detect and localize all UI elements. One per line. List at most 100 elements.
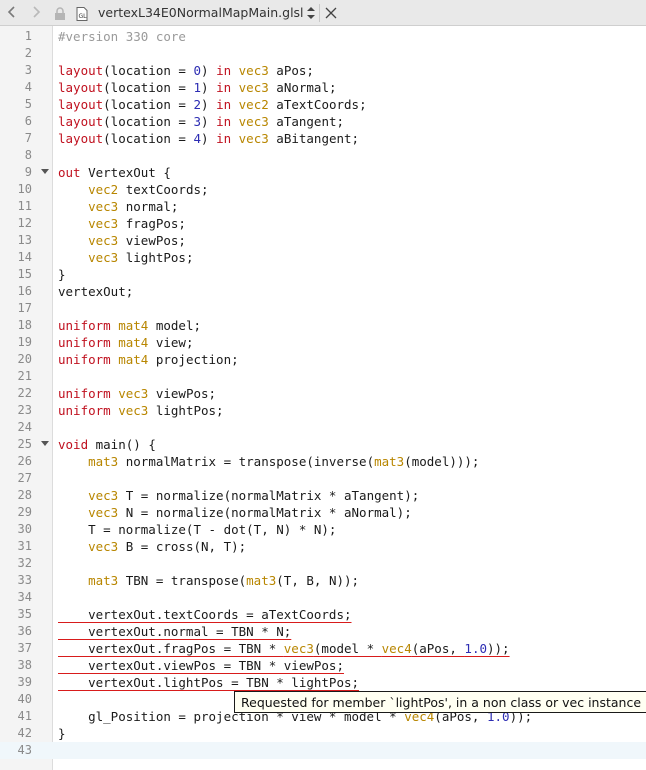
code-text: mat3 normalMatrix = transpose(inverse(ma… bbox=[58, 453, 479, 470]
code-line[interactable]: 32 bbox=[0, 555, 646, 572]
line-number: 11 bbox=[17, 199, 32, 213]
code-token: mat3 bbox=[88, 454, 119, 469]
code-line[interactable]: 38 vertexOut.viewPos = TBN * viewPos; bbox=[0, 657, 646, 674]
chevron-left-icon[interactable] bbox=[4, 4, 20, 20]
code-line[interactable]: 14 vec3 lightPos; bbox=[0, 249, 646, 266]
code-line[interactable]: 36 vertexOut.normal = TBN * N; bbox=[0, 623, 646, 640]
code-line[interactable]: 39 vertexOut.lightPos = TBN * lightPos; bbox=[0, 674, 646, 691]
code-token: vertexOut.normal = TBN * N; bbox=[58, 624, 292, 639]
code-token: aBitangent; bbox=[268, 131, 360, 146]
code-line[interactable]: 37 vertexOut.fragPos = TBN * vec3(model … bbox=[0, 640, 646, 657]
line-number: 8 bbox=[24, 148, 32, 162]
code-token: vertexOut.lightPos = TBN * lightPos; bbox=[58, 675, 360, 690]
code-line[interactable]: 34 bbox=[0, 589, 646, 606]
code-line[interactable]: 17 bbox=[0, 300, 646, 317]
code-line[interactable]: 2 bbox=[0, 45, 646, 62]
code-token: view; bbox=[148, 335, 194, 350]
code-token: vec3 bbox=[118, 386, 149, 401]
code-line[interactable]: 35 vertexOut.textCoords = aTextCoords; bbox=[0, 606, 646, 623]
code-text: layout(location = 2) in vec2 aTextCoords… bbox=[58, 96, 367, 113]
code-line[interactable]: 43 bbox=[0, 742, 646, 759]
code-text: vec3 viewPos; bbox=[58, 232, 186, 249]
code-text: } bbox=[58, 266, 66, 283]
tab-file[interactable]: GL vertexL34E0NormalMapMain.glsl bbox=[54, 1, 346, 25]
code-token: aTextCoords; bbox=[268, 97, 367, 112]
line-number: 42 bbox=[17, 726, 32, 740]
code-line[interactable]: 31 vec3 B = cross(N, T); bbox=[0, 538, 646, 555]
code-line[interactable]: 29 vec3 N = normalize(normalMatrix * aNo… bbox=[0, 504, 646, 521]
code-line[interactable]: 8 bbox=[0, 147, 646, 164]
close-icon[interactable] bbox=[324, 5, 338, 25]
code-text: layout(location = 4) in vec3 aBitangent; bbox=[58, 130, 359, 147]
code-line[interactable]: 15} bbox=[0, 266, 646, 283]
chevron-right-icon[interactable] bbox=[28, 4, 44, 20]
code-token: vertexOut.textCoords = aTextCoords; bbox=[58, 607, 352, 622]
code-token: 1.0 bbox=[464, 641, 487, 656]
code-line[interactable]: 42} bbox=[0, 725, 646, 742]
code-text: void main() { bbox=[58, 436, 156, 453]
line-number: 26 bbox=[17, 454, 32, 468]
code-text: T = normalize(T - dot(T, N) * N); bbox=[58, 521, 336, 538]
code-line[interactable]: 30 T = normalize(T - dot(T, N) * N); bbox=[0, 521, 646, 538]
code-token: (location = bbox=[103, 63, 194, 78]
code-token: vec3 bbox=[238, 80, 269, 95]
fold-arrow-icon[interactable] bbox=[41, 169, 49, 174]
code-line[interactable]: 26 mat3 normalMatrix = transpose(inverse… bbox=[0, 453, 646, 470]
code-token: #version 330 core bbox=[58, 29, 186, 44]
code-token: viewPos; bbox=[148, 386, 217, 401]
code-token: uniform bbox=[58, 318, 111, 333]
code-line[interactable]: 24 bbox=[0, 419, 646, 436]
code-token: fragPos; bbox=[118, 216, 186, 231]
code-token bbox=[231, 131, 239, 146]
line-number: 34 bbox=[17, 590, 32, 604]
code-token bbox=[58, 199, 88, 214]
code-text: } bbox=[58, 725, 66, 742]
code-line[interactable]: 11 vec3 normal; bbox=[0, 198, 646, 215]
code-token bbox=[58, 505, 88, 520]
line-number: 4 bbox=[24, 80, 32, 94]
code-line[interactable]: 13 vec3 viewPos; bbox=[0, 232, 646, 249]
code-line[interactable]: 1 #version 330 core bbox=[0, 28, 646, 45]
code-token: viewPos; bbox=[118, 233, 186, 248]
code-line[interactable]: 12 vec3 fragPos; bbox=[0, 215, 646, 232]
code-text: #version 330 core bbox=[58, 28, 186, 45]
code-token: mat3 bbox=[374, 454, 405, 469]
line-number: 39 bbox=[17, 675, 32, 689]
line-number: 30 bbox=[17, 522, 32, 536]
code-line[interactable]: 33 mat3 TBN = transpose(mat3(T, B, N)); bbox=[0, 572, 646, 589]
code-token: (location = bbox=[103, 80, 194, 95]
line-number: 6 bbox=[24, 114, 32, 128]
fold-arrow-icon[interactable] bbox=[41, 441, 49, 446]
code-token: main() { bbox=[88, 437, 156, 452]
code-line[interactable]: 10 vec2 textCoords; bbox=[0, 181, 646, 198]
code-token: in bbox=[216, 80, 232, 95]
code-token: vec3 bbox=[238, 63, 269, 78]
line-number: 1 bbox=[24, 29, 32, 43]
code-line[interactable]: 28 vec3 T = normalize(normalMatrix * aTa… bbox=[0, 487, 646, 504]
code-token bbox=[231, 97, 239, 112]
up-down-arrows-icon[interactable] bbox=[306, 5, 316, 25]
code-token bbox=[58, 216, 88, 231]
code-line[interactable]: 40 bbox=[0, 691, 646, 708]
line-number: 31 bbox=[17, 539, 32, 553]
line-number: 22 bbox=[17, 386, 32, 400]
code-token: (location = bbox=[103, 131, 194, 146]
code-line[interactable]: 21 bbox=[0, 368, 646, 385]
line-number: 23 bbox=[17, 403, 32, 417]
code-token: projection; bbox=[148, 352, 239, 367]
code-line[interactable]: 27 bbox=[0, 470, 646, 487]
